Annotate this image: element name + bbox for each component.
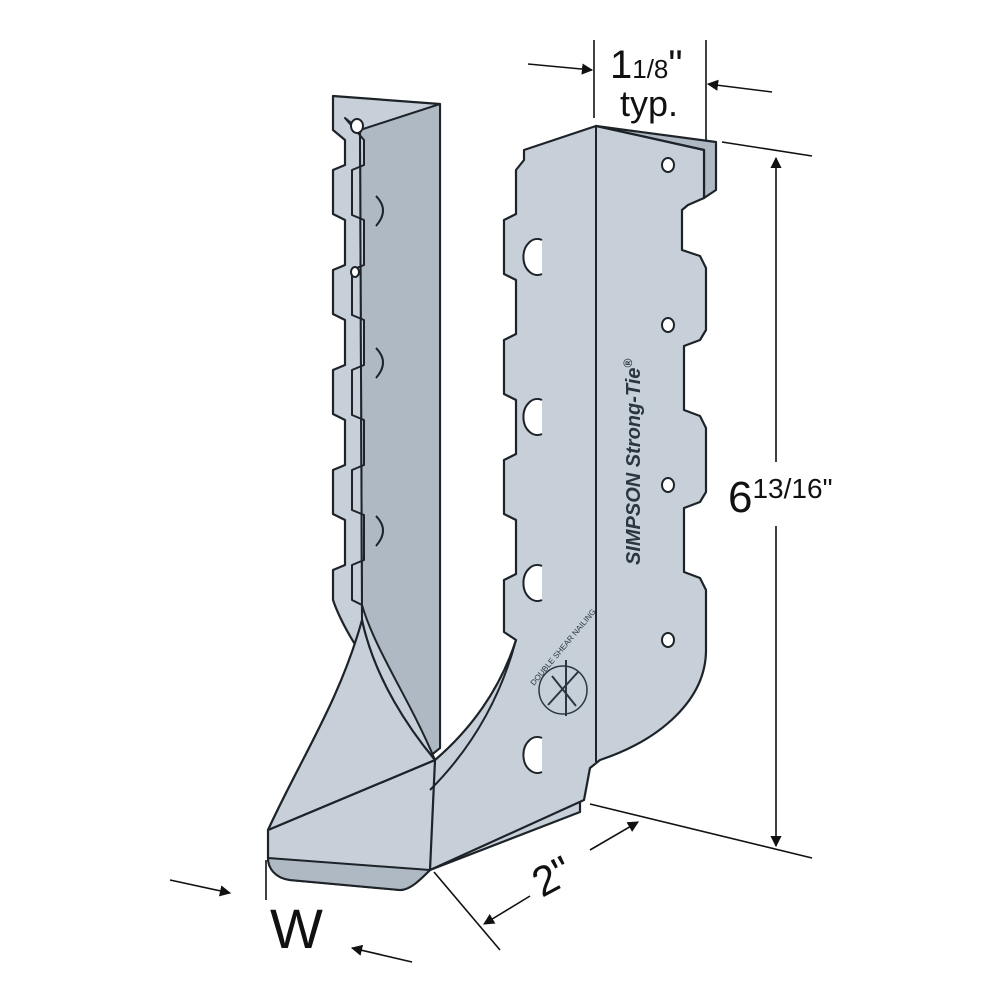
- dim-width-arrow-right: [350, 944, 413, 963]
- registered-mark: ®: [621, 359, 635, 368]
- dim-depth-label: 2": [524, 846, 580, 905]
- nail-slot-2: [522, 398, 543, 436]
- dim-depth-line-lower: [483, 895, 531, 925]
- dim-depth-ext: [433, 871, 501, 951]
- left-flange-nail-slot-2: [375, 347, 384, 379]
- right-flange-hole-2: [661, 317, 675, 333]
- brand-text: SIMPSON Strong-Tie®: [621, 359, 645, 565]
- dim-top-width: 11/8" typ.: [527, 40, 773, 140]
- right-flange-holes: [661, 157, 675, 648]
- right-flange-nail-slots: [522, 238, 543, 774]
- seat-front-lip: [267, 857, 431, 891]
- stamp-circle: [538, 665, 588, 715]
- left-wing-face: [266, 618, 437, 832]
- right-flange-hole-1: [661, 157, 675, 173]
- right-flange-hole-3: [661, 477, 675, 493]
- right-flange-face: [428, 124, 708, 872]
- right-flange-hole-4: [661, 632, 675, 648]
- dim-height: 613/16": [589, 141, 833, 859]
- dim-width: W: [169, 860, 413, 963]
- left-flange-hole-1: [350, 118, 364, 134]
- dim-top-arrow-right: [706, 79, 773, 93]
- left-wing: [266, 618, 437, 832]
- stamp-nail-icon: [547, 660, 579, 716]
- left-flange-nail-slot-1: [375, 195, 384, 227]
- dim-top-width-note: typ.: [620, 83, 678, 124]
- right-flange: SIMPSON Strong-Tie® DOUBLE SHEAR NAILING: [428, 124, 718, 872]
- dim-depth-line-upper: [589, 821, 639, 851]
- dim-top-width-label: 11/8": [610, 43, 683, 87]
- nail-slot-4: [522, 736, 543, 774]
- dim-height-label-bg: [728, 462, 832, 526]
- dim-height-ext-bottom: [589, 803, 813, 859]
- dim-top-arrow-left: [527, 63, 594, 75]
- dim-height-label: 613/16": [728, 473, 833, 522]
- dim-width-arrow-left: [169, 879, 232, 897]
- nail-slot-1: [522, 238, 543, 276]
- dim-height-ext-top: [721, 141, 813, 157]
- left-flange-nail-slot-3: [375, 515, 384, 547]
- dim-width-label: W: [270, 897, 323, 960]
- right-flange-inner-curve: [429, 639, 517, 791]
- left-flange-hole-2: [350, 266, 360, 278]
- nail-slot-3: [522, 564, 543, 602]
